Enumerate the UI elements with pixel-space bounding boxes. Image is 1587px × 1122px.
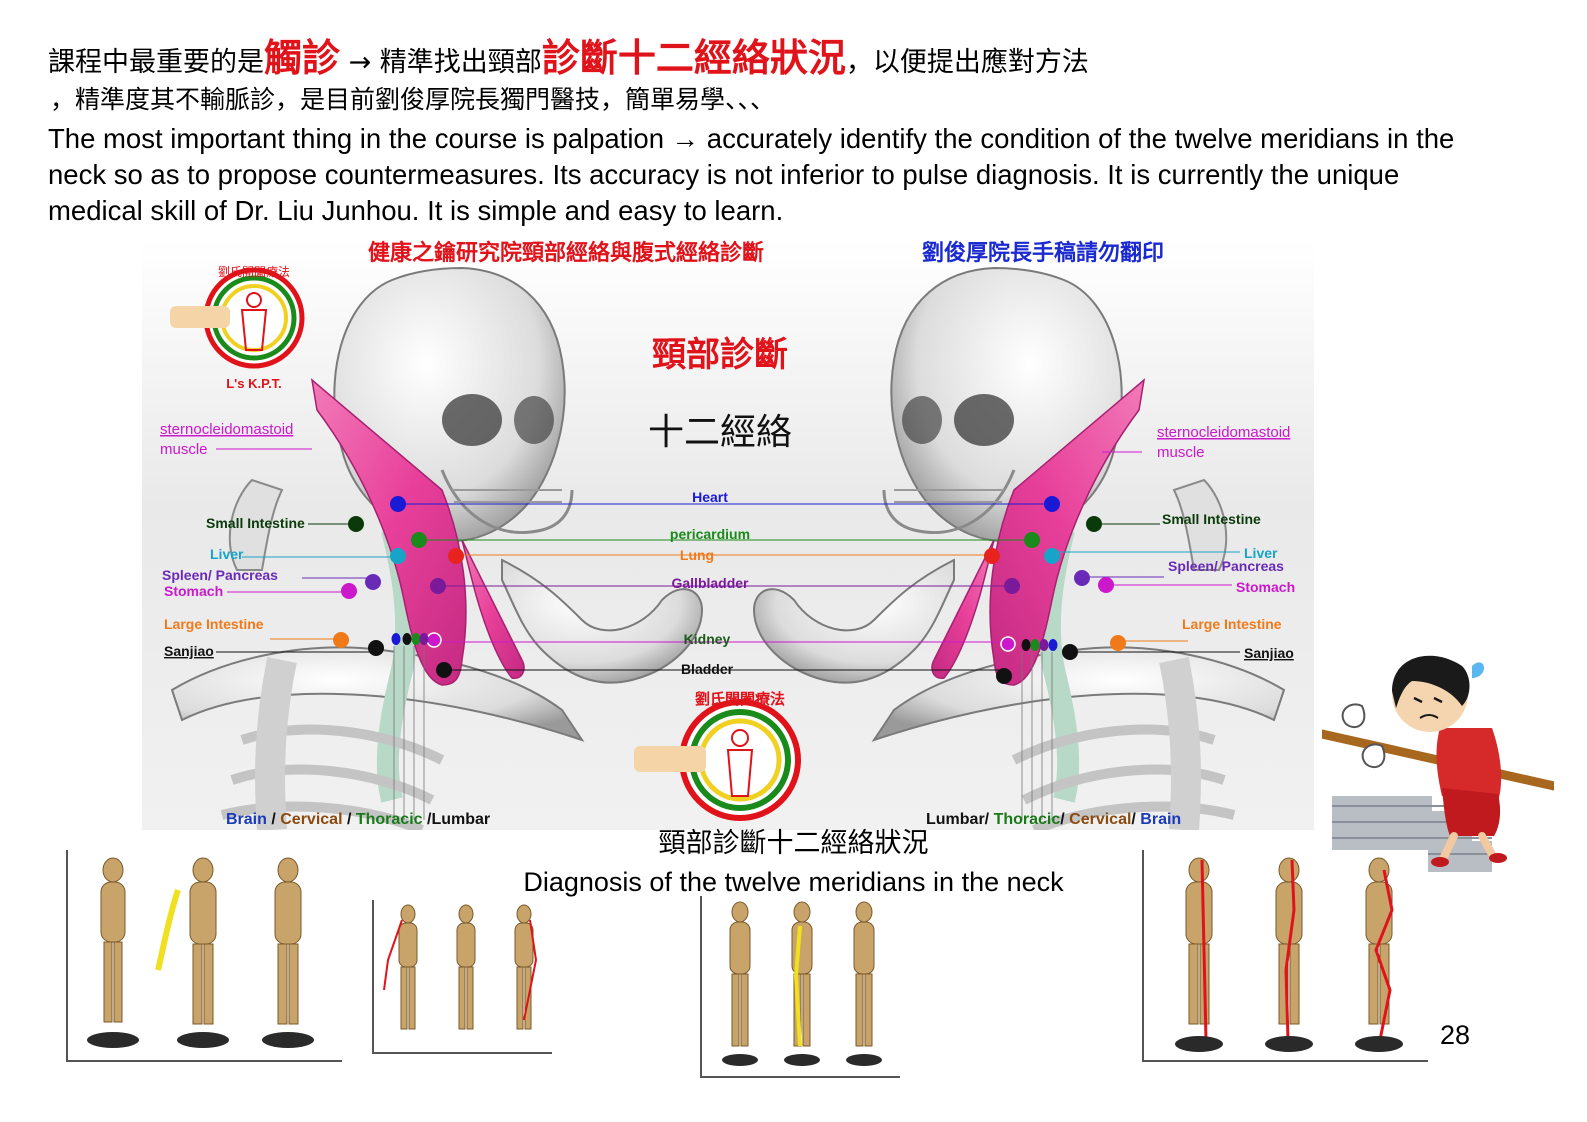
heading-zh-post: ，以便提出應對方法: [845, 47, 1089, 78]
label-right-large-intestine: Large Intestine: [1182, 616, 1282, 632]
label-bladder: Bladder: [681, 661, 734, 677]
svg-text:sternocleidomastoid: sternocleidomastoid: [1157, 424, 1290, 441]
svg-text:muscle: muscle: [160, 441, 208, 458]
heading-zh-mid: → 精準找出頸部: [340, 47, 542, 78]
left-skeleton: [170, 266, 704, 830]
caption-english: Diagnosis of the twelve meridians in the…: [523, 867, 1064, 897]
label-left-stomach: Stomach: [164, 583, 223, 599]
right-skeleton: [752, 266, 1286, 830]
left-meridian-points: [333, 496, 464, 820]
label-left-sanjiao: Sanjiao: [164, 643, 214, 659]
label-right-liver: Liver: [1244, 545, 1278, 561]
svg-text:muscle: muscle: [1157, 444, 1205, 461]
figure-title: 頸部診斷: [652, 335, 788, 375]
figure-subtitle: 十二經絡: [648, 412, 792, 453]
muscle-label-left: sternocleidomastoid muscle: [160, 421, 312, 458]
label-left-liver: Liver: [210, 546, 244, 562]
logo-bottom-center: 劉氏開闔療法: [634, 690, 801, 821]
right-side-labels: Small Intestine Liver Spleen/ Pancreas S…: [1054, 511, 1295, 661]
label-kidney: Kidney: [684, 631, 731, 647]
svg-text:劉氏開闔療法: 劉氏開闔療法: [218, 264, 290, 279]
heading-zh-pre: 課程中最重要的是: [48, 47, 264, 78]
legend-left: Brain / Cervical / Thoracic /Lumbar: [226, 811, 490, 828]
left-side-labels: Small Intestine Liver Spleen/ Pancreas S…: [162, 515, 396, 659]
label-right-sanjiao: Sanjiao: [1244, 645, 1294, 661]
page-number: 28: [1440, 1020, 1471, 1050]
center-meridian-lines: [398, 503, 1052, 671]
label-lung: Lung: [680, 547, 714, 563]
credit-red: 健康之鑰研究院頸部經絡與腹式經絡診斷: [368, 240, 764, 266]
label-pericardium: pericardium: [670, 526, 750, 542]
thumbnail-model-1: [66, 850, 342, 1062]
heading-zh-line2: ，精準度其不輸脈診，是目前劉俊厚院長獨門醫技，簡單易學、、、: [50, 85, 776, 114]
cartoon-woman-stairs-illustration: [1322, 636, 1554, 872]
heading-english-paragraph: The most important thing in the course i…: [48, 123, 1455, 226]
muscle-label-right: sternocleidomastoid muscle: [1102, 424, 1290, 461]
legend-right: Lumbar/ Thoracic/ Cervical/ Brain: [926, 811, 1181, 828]
svg-text:L's K.P.T.: L's K.P.T.: [226, 376, 282, 391]
heading-emphasis-diagnosis: 診斷十二經絡狀況: [541, 36, 846, 80]
label-left-small-intestine: Small Intestine: [206, 515, 305, 531]
svg-text:劉氏開闔療法: 劉氏開闔療法: [695, 690, 785, 708]
label-right-spleen: Spleen/ Pancreas: [1168, 558, 1284, 574]
neck-diagnosis-diagram: 健康之鑰研究院頸部經絡與腹式經絡診斷 劉俊厚院長手稿請勿翻印 頸部診斷 十二經絡: [142, 240, 1314, 830]
thumbnail-model-4: [1142, 850, 1428, 1062]
thumbnail-model-3: [700, 896, 900, 1078]
svg-text:sternocleidomastoid: sternocleidomastoid: [160, 421, 293, 438]
logo-top-left: L's K.P.T. 劉氏開闔療法: [170, 264, 305, 391]
heading-zh-line1: 課程中最重要的是觸診 → 精準找出頸部診斷十二經絡狀況，以便提出應對方法: [48, 38, 1528, 83]
label-gallbladder: Gallbladder: [671, 575, 749, 591]
thumbnail-model-2: [372, 900, 552, 1054]
label-right-stomach: Stomach: [1236, 579, 1295, 595]
heading-block: 課程中最重要的是觸診 → 精準找出頸部診斷十二經絡狀況，以便提出應對方法 ，精準…: [48, 38, 1528, 229]
label-heart: Heart: [692, 489, 728, 505]
heading-emphasis-palpation: 觸診: [264, 36, 341, 80]
label-right-small-intestine: Small Intestine: [1162, 511, 1261, 527]
neck-diagnosis-figure: 健康之鑰研究院頸部經絡與腹式經絡診斷 劉俊厚院長手稿請勿翻印 頸部診斷 十二經絡: [142, 240, 1314, 830]
label-left-large-intestine: Large Intestine: [164, 616, 264, 632]
caption-chinese: 頸部診斷十二經絡狀況: [658, 828, 929, 859]
credit-blue: 劉俊厚院長手稿請勿翻印: [922, 240, 1164, 266]
right-meridian-points: [984, 496, 1126, 820]
label-left-spleen: Spleen/ Pancreas: [162, 567, 278, 583]
